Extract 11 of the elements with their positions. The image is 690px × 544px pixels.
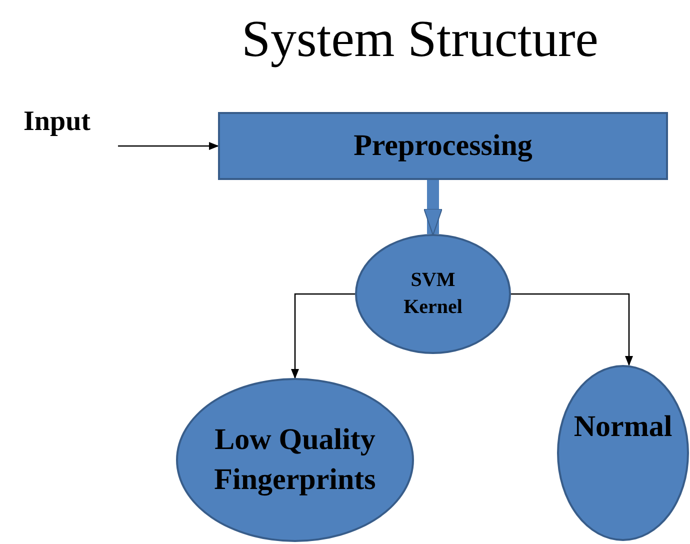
arrow — [291, 293, 355, 379]
node-label: SVM Kernel — [402, 268, 464, 320]
node-label: Normal — [574, 409, 672, 445]
diagram-title: System Structure — [240, 10, 600, 70]
arrow — [118, 142, 219, 150]
block-arrow — [424, 180, 442, 236]
node-label: Preprocessing — [354, 128, 532, 164]
text-label: Input — [8, 104, 106, 140]
process-box — [218, 112, 668, 180]
node-label: Low Quality Fingerprints — [213, 422, 377, 498]
arrow — [511, 293, 633, 366]
